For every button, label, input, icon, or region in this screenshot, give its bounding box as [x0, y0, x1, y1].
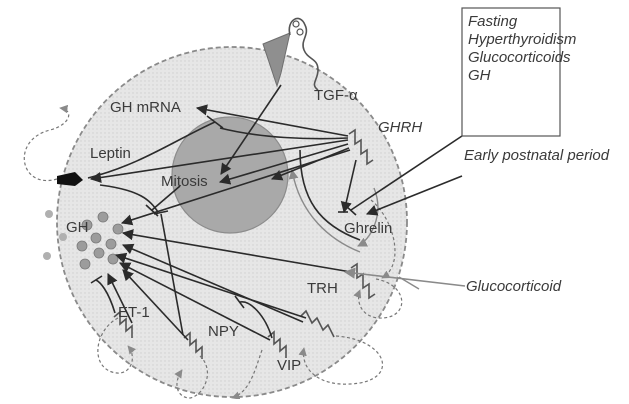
label-trh: TRH	[307, 280, 338, 297]
condition-glucocorticoids: Glucocorticoids	[468, 49, 571, 66]
label-gh-mrna: GH mRNA	[110, 99, 181, 116]
label-vip: VIP	[277, 357, 301, 374]
condition-gh: GH	[468, 67, 491, 84]
label-tgf-alpha: TGF-α	[314, 87, 358, 104]
label-et1: ET-1	[118, 304, 150, 321]
label-mitosis: Mitosis	[161, 173, 208, 190]
label-gh: GH	[66, 219, 89, 236]
condition-fasting: Fasting	[468, 13, 518, 30]
label-leptin: Leptin	[90, 145, 131, 162]
label-ghrelin: Ghrelin	[344, 220, 392, 237]
label-glucocorticoid: Glucocorticoid	[466, 278, 562, 295]
label-ghrh: GHRH	[378, 119, 422, 136]
label-npy: NPY	[208, 323, 239, 340]
label-early-postnatal: Early postnatal period	[464, 147, 610, 164]
condition-hyperthyroidism: Hyperthyroidism	[468, 31, 576, 48]
